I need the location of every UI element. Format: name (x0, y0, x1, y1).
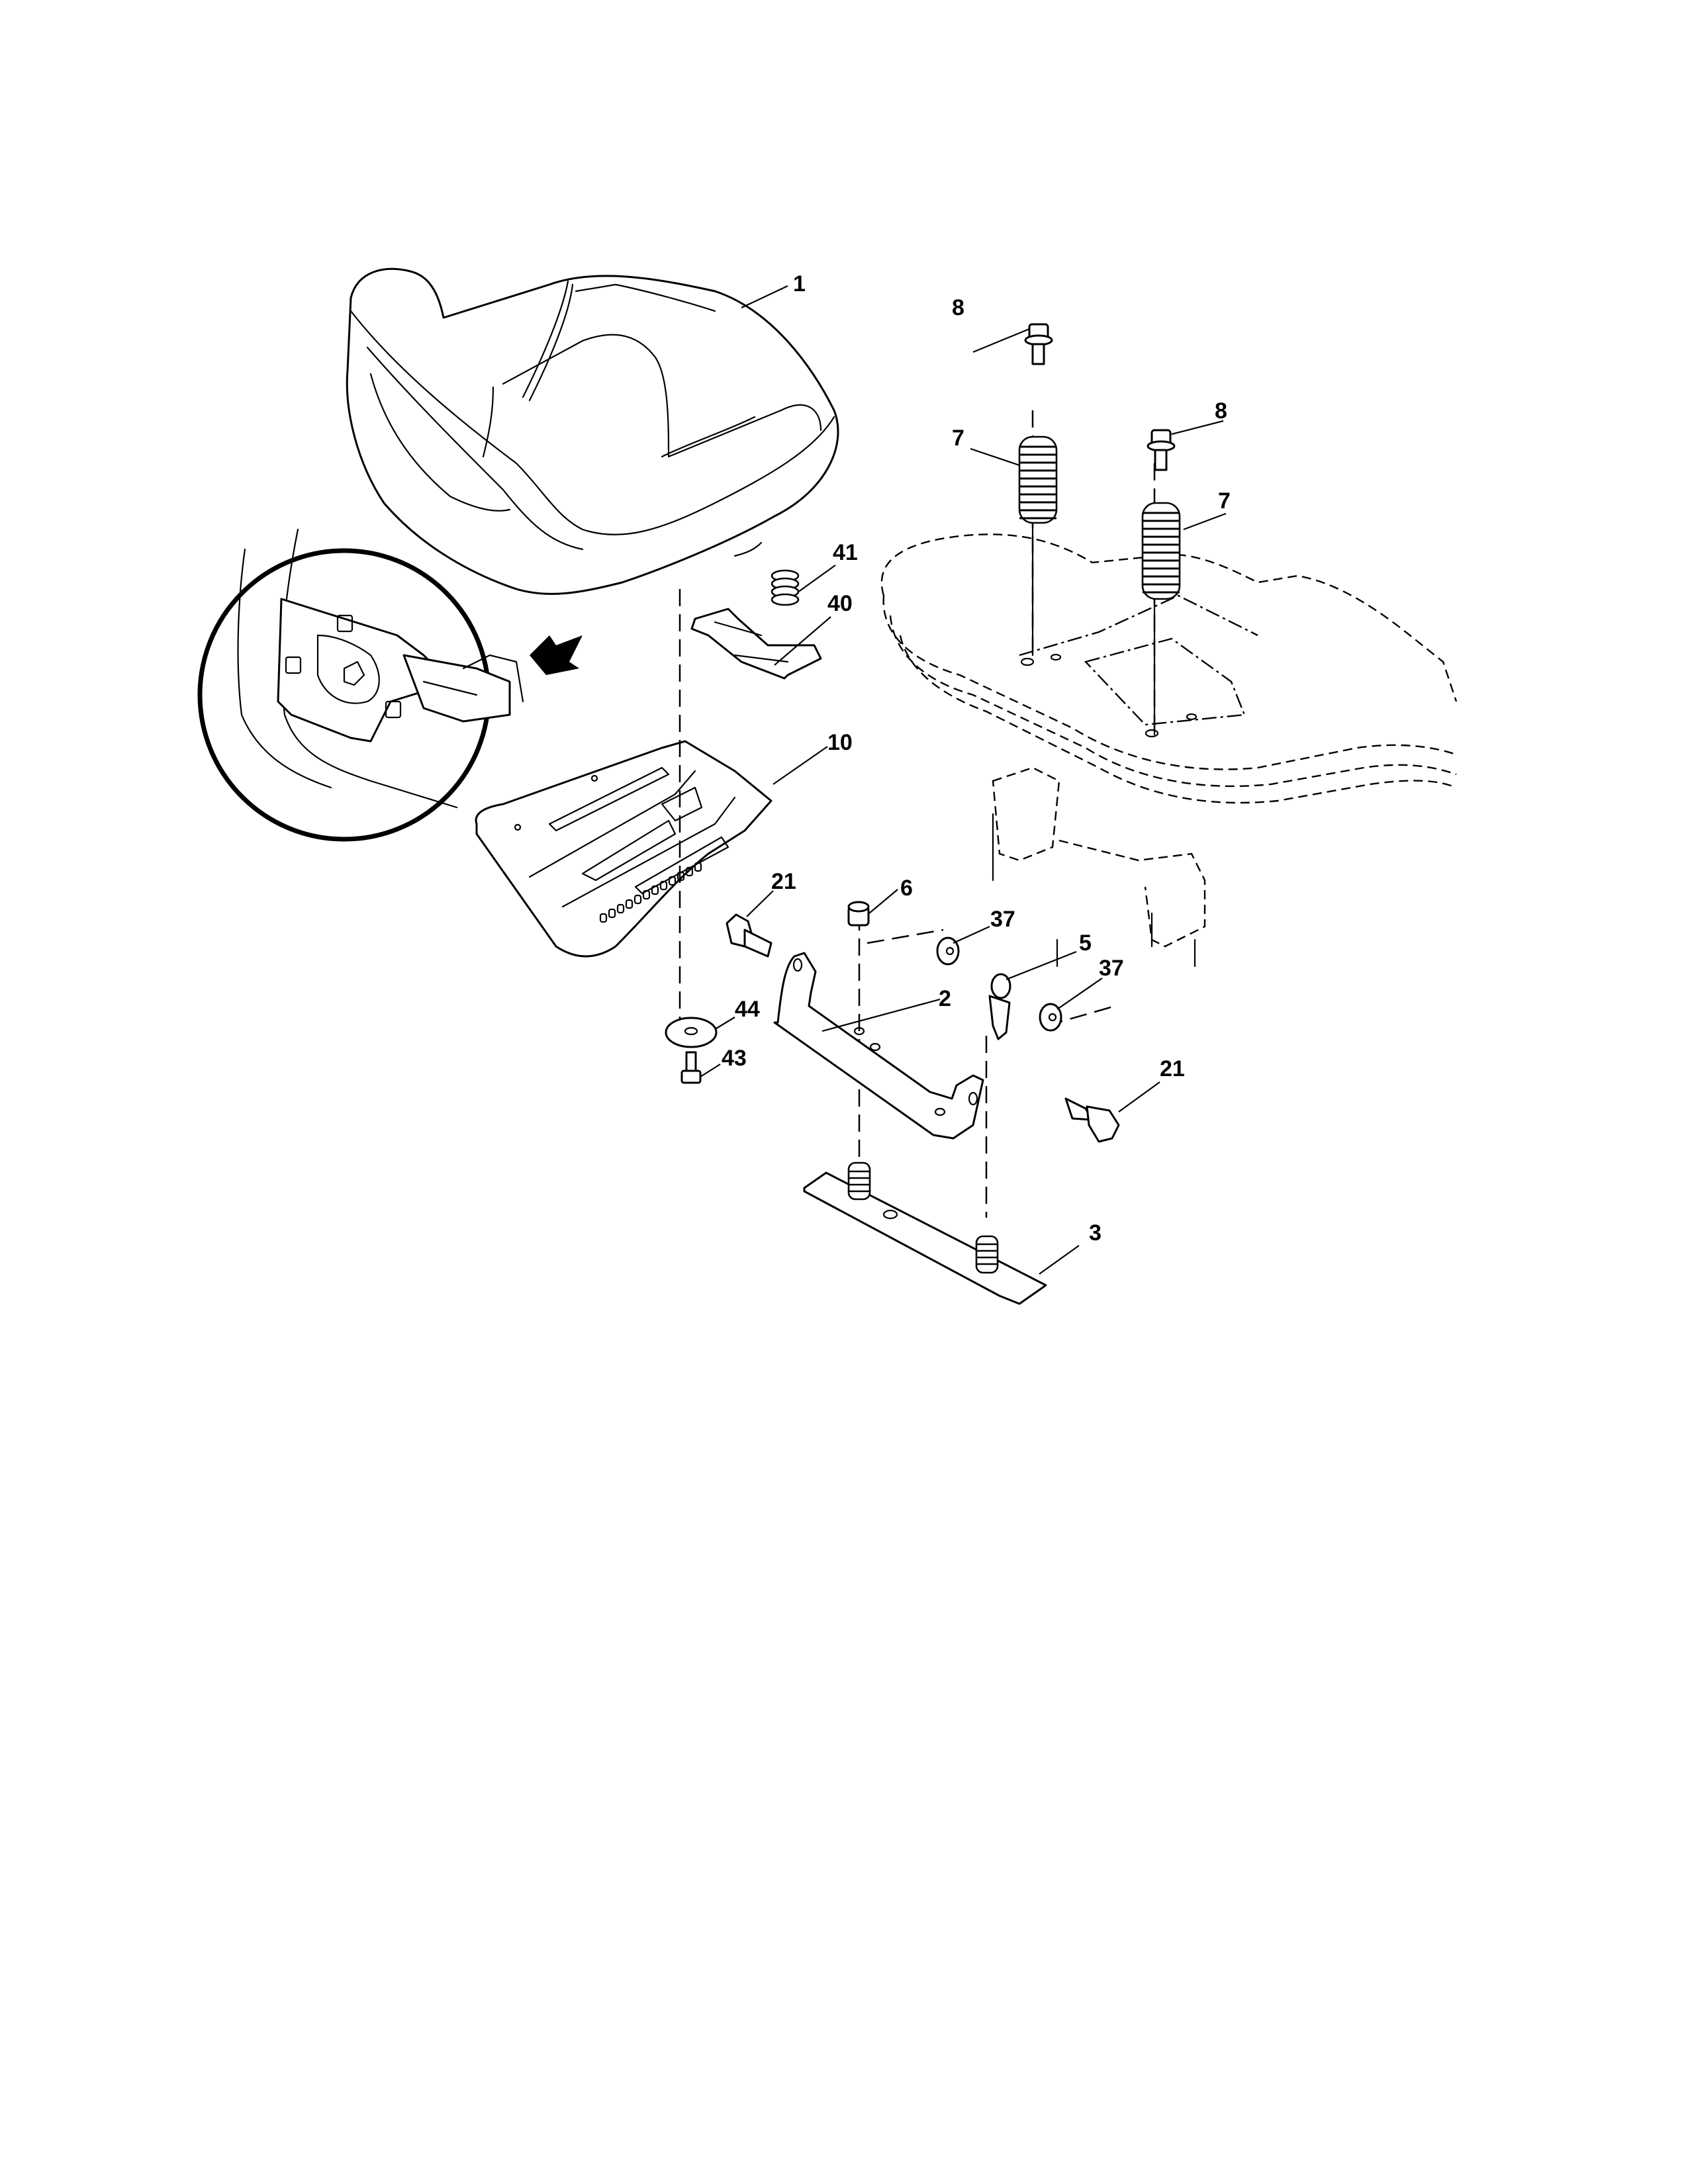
callout-2: 2 (939, 986, 951, 1011)
callout-8-right: 8 (1215, 398, 1227, 424)
nut-part-37-left (936, 925, 990, 966)
spring-part-7-left (970, 435, 1058, 524)
clip-part-5 (988, 950, 1077, 1040)
spring-part-7-right (1141, 502, 1227, 600)
callout-7-left: 7 (952, 426, 964, 451)
callout-5: 5 (1079, 931, 1092, 956)
arrow-icon (530, 635, 583, 675)
callout-21-right: 21 (1160, 1056, 1185, 1081)
bracket-part-2 (773, 952, 984, 1140)
spring-part-41 (771, 565, 836, 606)
tractor-frame-phantom (880, 533, 1458, 968)
adjustment-slots (599, 862, 702, 923)
lock-nut-part-6 (847, 889, 898, 927)
bolt-part-8-right (1147, 420, 1224, 471)
callout-1: 1 (793, 271, 806, 296)
washer-part-44 (665, 1017, 735, 1048)
nut-part-37-right (1039, 978, 1103, 1032)
base-plate-part-3 (803, 1161, 1080, 1305)
callout-7-right: 7 (1218, 488, 1231, 514)
callout-37-right: 37 (1099, 956, 1124, 981)
detail-inset-latch (197, 528, 583, 842)
callout-10: 10 (827, 730, 853, 755)
callout-37-left: 37 (990, 907, 1015, 932)
callout-44: 44 (735, 997, 760, 1022)
callout-43: 43 (722, 1046, 747, 1071)
shoulder-bolt-part-21-left (726, 890, 774, 958)
latch-plate-part-40 (690, 608, 831, 680)
callout-3: 3 (1089, 1220, 1102, 1246)
bolt-part-43 (680, 1051, 721, 1084)
shoulder-bolt-part-21-right (1064, 1081, 1160, 1143)
callout-8-left: 8 (952, 295, 964, 320)
callout-41: 41 (833, 540, 858, 565)
bolt-part-8-left (972, 323, 1053, 365)
seat-pan-part-10 (475, 740, 828, 958)
callout-21-left: 21 (771, 869, 796, 894)
callout-6: 6 (900, 876, 913, 901)
seat-part-1 (346, 267, 839, 595)
callout-40: 40 (827, 591, 853, 616)
